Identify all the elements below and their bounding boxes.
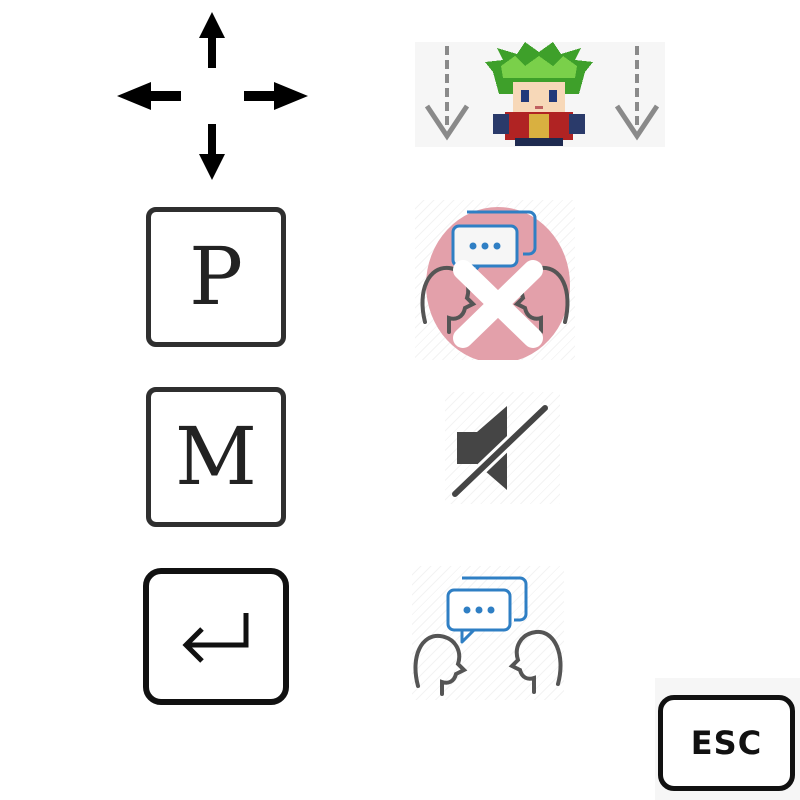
esc-key[interactable]: ESC <box>658 695 795 791</box>
m-key-label: M <box>175 410 257 503</box>
enter-return-icon <box>182 612 249 663</box>
esc-key-label: ESC <box>690 724 763 762</box>
down-arrow-icon <box>614 46 660 141</box>
four-direction-arrows-icon <box>117 12 308 180</box>
p-key[interactable]: P <box>146 207 286 347</box>
conversation-icon <box>412 566 564 700</box>
pixel-character-icon <box>485 42 593 146</box>
p-key-label: P <box>189 230 243 323</box>
fall-panel <box>415 42 665 147</box>
no-talking-icon <box>415 200 575 363</box>
enter-key[interactable] <box>143 568 289 705</box>
mute-icon <box>445 392 560 504</box>
m-key[interactable]: M <box>146 387 286 527</box>
down-arrow-icon <box>424 46 470 141</box>
